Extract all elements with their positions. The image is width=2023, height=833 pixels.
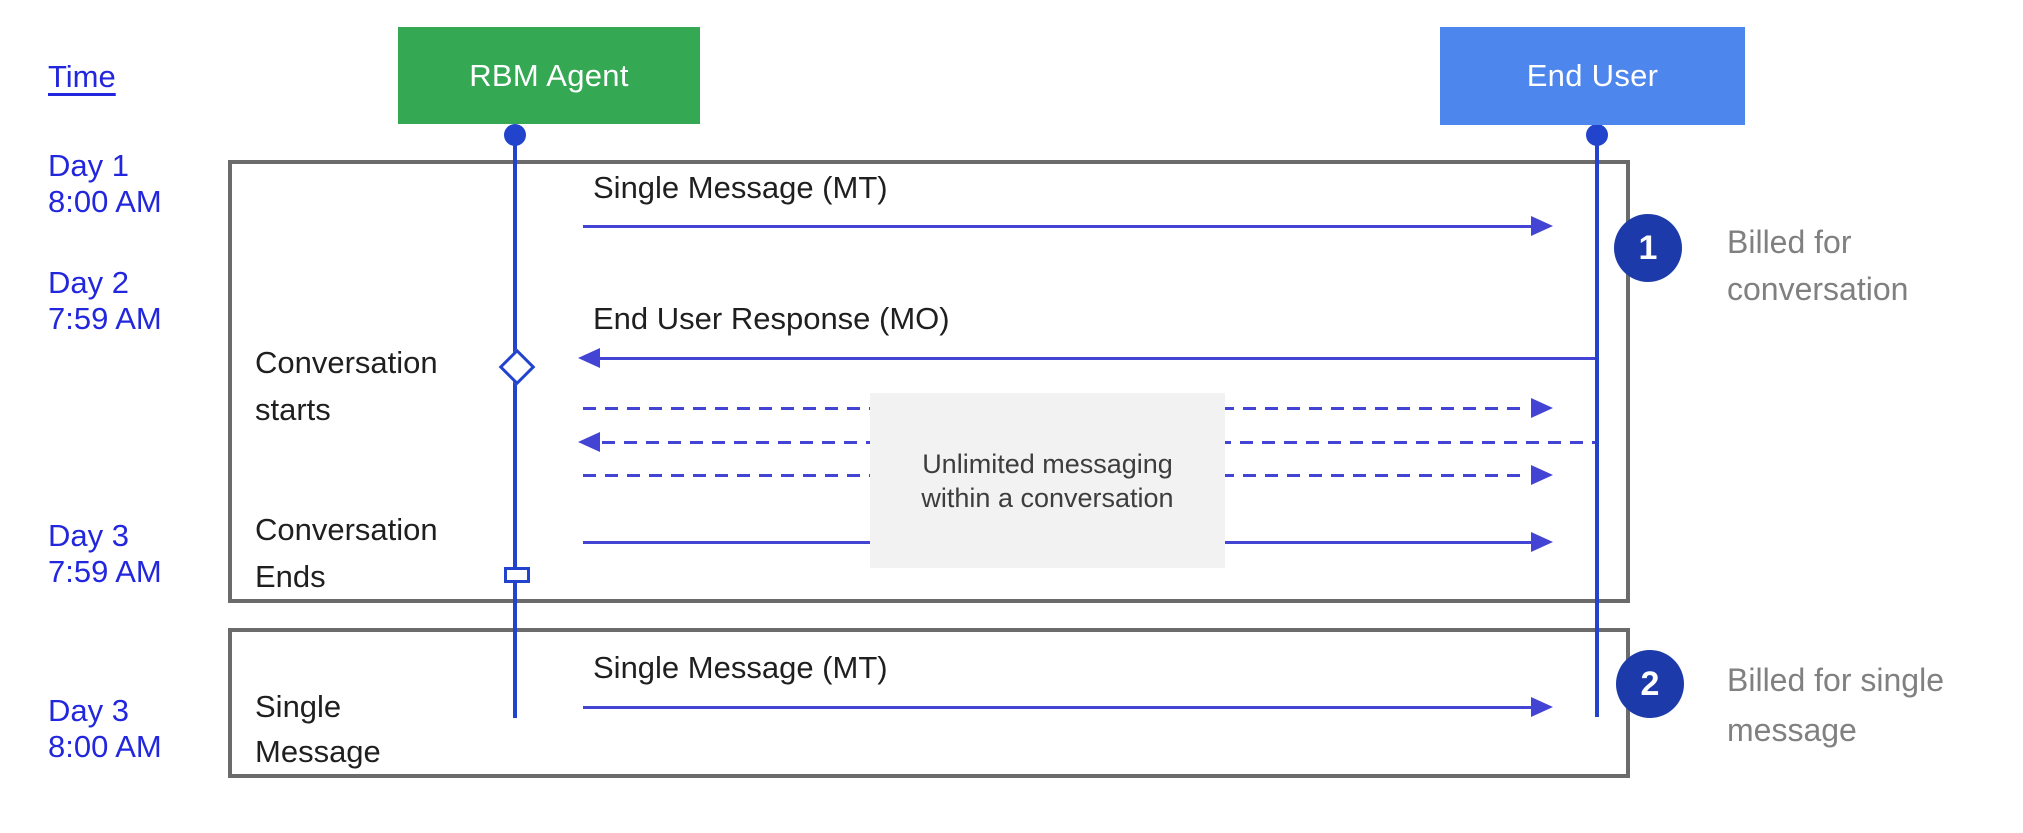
day-label: Day 3	[48, 518, 129, 553]
arrowhead-left-icon	[578, 432, 600, 452]
agent-lifeline-dot-icon	[504, 124, 526, 146]
billing-note-1: Billed for conversation	[1727, 224, 1909, 307]
billing-note-2: Billed for single message	[1727, 662, 1944, 748]
time-entry-day1: Day 1 8:00 AM	[48, 148, 162, 220]
day-label: Day 1	[48, 148, 129, 183]
rbm-agent-label: RBM Agent	[469, 57, 629, 93]
end-user-lifeline-dot-icon	[1586, 124, 1608, 146]
arrowhead-right-icon	[1531, 216, 1553, 236]
time-axis-label: Time	[48, 59, 116, 94]
arrowhead-right-icon	[1531, 465, 1553, 485]
message-arrow-mt2	[583, 697, 1553, 717]
day-label: Day 2	[48, 265, 129, 300]
rbm-agent-box: RBM Agent	[398, 27, 700, 124]
time-entry-day3-single: Day 3 8:00 AM	[48, 693, 162, 765]
billing-badge-1: 1	[1614, 214, 1682, 282]
day-label: Day 3	[48, 693, 129, 728]
message-label-mt2: Single Message (MT)	[593, 650, 888, 685]
time-entry-day2: Day 2 7:59 AM	[48, 265, 162, 337]
conversation-ends-label: Conversation Ends	[255, 512, 438, 594]
arrowhead-right-icon	[1531, 398, 1553, 418]
time-label: 8:00 AM	[48, 184, 162, 219]
conversation-end-marker-icon	[504, 567, 530, 583]
billing-badge-2: 2	[1616, 650, 1684, 718]
time-label: 7:59 AM	[48, 301, 162, 336]
unlimited-messaging-note: Unlimited messaging within a conversatio…	[870, 393, 1225, 568]
arrowhead-right-icon	[1531, 697, 1553, 717]
time-label: 8:00 AM	[48, 729, 162, 764]
end-user-label: End User	[1526, 58, 1659, 93]
conversation-phase-box	[228, 160, 1630, 603]
message-arrow-mo	[578, 348, 1595, 368]
arrowhead-left-icon	[578, 348, 600, 368]
agent-lifeline	[513, 135, 517, 718]
message-label-mo: End User Response (MO)	[593, 301, 950, 336]
arrowhead-right-icon	[1531, 532, 1553, 552]
message-label-mt1: Single Message (MT)	[593, 170, 888, 205]
message-arrow-mt1	[583, 216, 1553, 236]
time-label: 7:59 AM	[48, 554, 162, 589]
conversation-starts-label: Conversation starts	[255, 345, 438, 427]
end-user-box: End User	[1440, 27, 1745, 125]
end-user-lifeline	[1595, 135, 1599, 717]
single-message-phase-label: Single Message	[255, 689, 381, 769]
time-entry-day3-end: Day 3 7:59 AM	[48, 518, 162, 590]
